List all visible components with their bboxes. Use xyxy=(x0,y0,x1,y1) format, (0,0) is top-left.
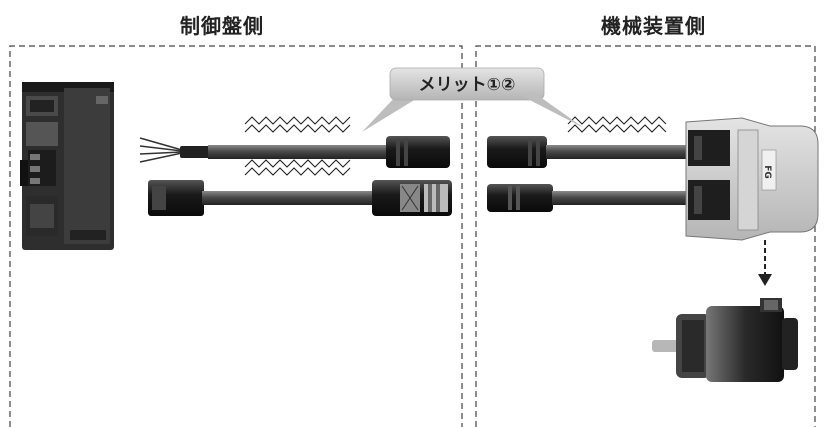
control-panel-side-heading: 制御盤側 xyxy=(180,14,264,38)
noise-wave-icon xyxy=(244,116,667,176)
upper-cable-left xyxy=(139,136,450,168)
control-panel-frame xyxy=(9,45,463,427)
lower-cable-right xyxy=(487,184,688,212)
merit-callout-label: メリット①② xyxy=(419,75,516,95)
connector-badge: FG xyxy=(762,165,772,179)
upper-cable-right xyxy=(487,136,688,168)
machine-side-frame xyxy=(475,45,816,427)
machine-side-heading: 機械装置側 xyxy=(601,14,706,38)
dashed-down-arrow-icon xyxy=(758,240,772,286)
merit-callout: メリット①② xyxy=(362,67,584,132)
combined-connector-icon: FG xyxy=(685,117,819,241)
servo-motor-icon xyxy=(652,298,798,382)
lower-cable-left xyxy=(148,180,452,216)
servo-amplifier-icon xyxy=(20,82,114,250)
